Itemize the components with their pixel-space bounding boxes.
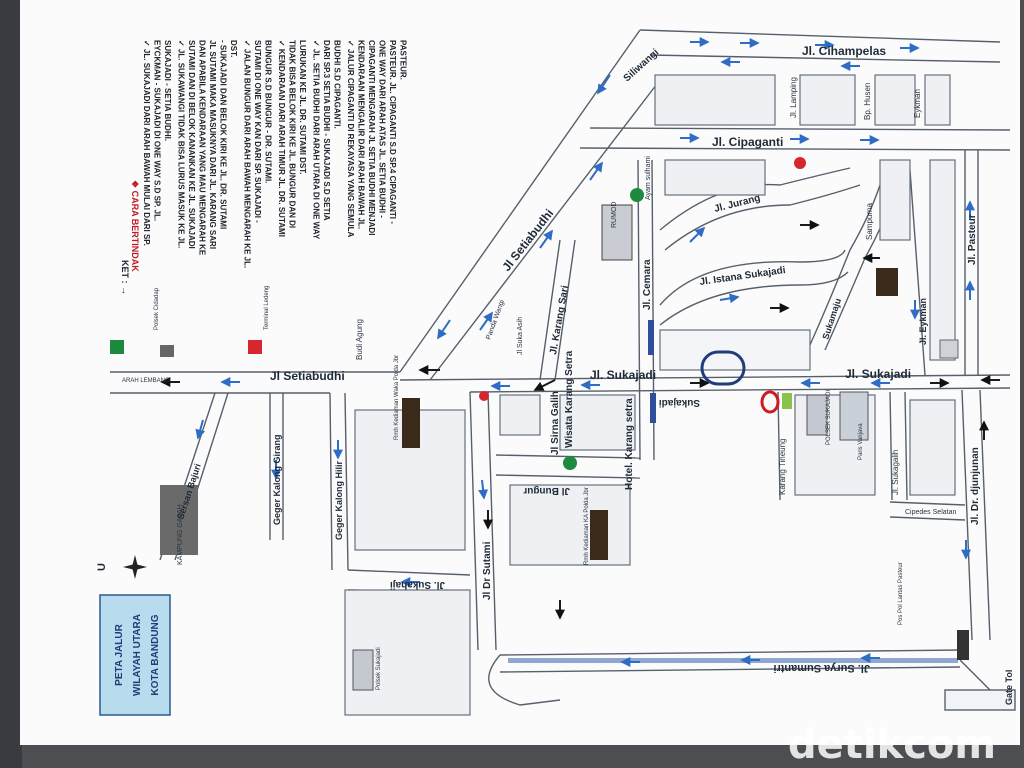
two-way-arrows	[160, 220, 1000, 620]
label-sukajadi-mid: Jl. Sukajadi	[590, 368, 656, 382]
title-line-3: KOTA BANDUNG	[150, 614, 161, 695]
title-box: PETA JALUR WILAYAH UTARA KOTA BANDUNG	[99, 594, 171, 716]
no-entry-sign	[794, 157, 806, 169]
label-rumod: RUMOD	[611, 202, 618, 228]
roundabout	[700, 350, 746, 386]
label-sukajadi-right: Jl. Sukajadi	[845, 367, 911, 381]
label-cipaganti: Jl. Cipaganti	[712, 135, 783, 149]
label-wisata: Wisata Karang Setra	[564, 350, 575, 448]
legend-item-line: JL SUTAMI MAKA MASUKNYA DARI JL. KARANG …	[208, 40, 217, 249]
label-surya-sumantri: Jl. Surya Sumantri	[773, 662, 870, 674]
label-terminal: Terminal Ledeng	[264, 286, 270, 330]
legend-item-line: BUNGUR S.D BUNGUR - DR. SUTAMI.	[264, 40, 273, 183]
label-bp-husen: Bp. Husen	[863, 83, 872, 120]
one-way-arrows	[195, 37, 975, 667]
label-suka-asih: Jl Suka Asih	[517, 317, 524, 355]
compass-label: U	[96, 563, 108, 571]
label-cemara: Jl. Cemara	[642, 259, 653, 310]
legend-block: KET : → ❖ CARA BERTINDAK ✓ JL. SUKAJADI …	[120, 40, 408, 295]
building-icons	[160, 204, 969, 691]
label-polsek-sukajadi: Polsek Sukajadi	[376, 647, 382, 690]
label-budi-agung: Budi Agung	[355, 319, 364, 360]
label-gate-tol: Gate Tol	[1004, 670, 1014, 705]
median-bar	[648, 320, 654, 355]
green-marker	[110, 340, 124, 354]
label-pasteur: Jl. Pasteur	[967, 214, 978, 265]
label-eykman-top: Eykman	[913, 89, 922, 118]
legend-item-line: TIDAK BISA BELOK KIRI KE JL. BUNGUR DAN …	[288, 40, 297, 228]
park-marker	[563, 456, 577, 470]
legend-item-line: SUTAMI DI ONE WAY KAN DARI SP. SUKAJADI …	[253, 40, 262, 223]
legend-item-line: DARI SP.3 SETIA BUDHI - SUKAJADI S.D SET…	[322, 40, 331, 221]
label-eykman-right: Jl. Eykman	[918, 298, 928, 345]
gardu-marker	[782, 393, 792, 409]
legend-item-line: BUDHI S.D CIPAGANTI.	[333, 40, 342, 129]
legend-item-line: PASTEUR.	[399, 40, 408, 80]
label-rmh-kapolda: Rmh Kediaman KA Polda Jbr	[584, 487, 590, 565]
label-pos-lantas: Pos Pol Lantas Pasteur	[898, 562, 904, 625]
red-circle-highlight	[760, 390, 780, 414]
terminal-marker	[248, 340, 262, 354]
compass-icon: U	[96, 555, 147, 579]
median-bar	[650, 393, 656, 423]
no-entry-sign	[479, 391, 489, 401]
median-bar	[508, 658, 958, 663]
label-hotel: Hotel. Karang setra	[624, 398, 635, 490]
label-geger-kalong-girang: Geger Kalong Girang	[272, 434, 282, 525]
road-network	[110, 29, 1016, 711]
legend-item-line: CIPAGANTI MENGARAH JL SETIA BUDHI MENJAD…	[367, 40, 376, 235]
title-line-1: PETA JALUR	[114, 623, 125, 685]
legend-item-line: LURUKAN KE JL. DR. SUTAMI DST.	[298, 40, 307, 175]
legend-item-line: ✓ JL. SUKAJADI DARI ARAH BAWAH MULAI DAR…	[142, 40, 151, 246]
label-cihampelas: Jl. Cihampelas	[802, 44, 886, 58]
label-geger-kalong-hilir: Geger Kalong Hilir	[334, 460, 344, 540]
label-rmh-wakapolda: Rmh Kediaman Waka Polda Jbr	[394, 355, 400, 440]
label-lamping: Jl. Lamping	[789, 77, 798, 118]
label-paris-vanjava: Paris Vanjava	[858, 423, 864, 460]
label-sukagalih: Jl. Sukagalih	[891, 450, 900, 495]
label-djunjunan: Jl. Dr. djunjunan	[970, 447, 981, 525]
label-sukahaji: Jl. Sukahaji	[390, 579, 445, 590]
label-ayam: Ayam sulhami	[645, 156, 652, 200]
ket-label: KET : →	[120, 260, 130, 295]
kampung-gajah-image	[160, 485, 198, 555]
park-marker	[630, 188, 644, 202]
label-dr-sutami: Jl Dr Sutami	[482, 541, 493, 600]
legend-item-line: PASTEUR. JL. CIPAGANTI S.D SP.4 CIPAGANT…	[388, 40, 397, 224]
label-sirna-galih: Jl Sirna Galih	[550, 391, 561, 455]
label-sukajadi-turned: Sukajadi	[659, 397, 700, 408]
legend-item-line: ✓ JL. SUKAWANGI TIDAK BISA LURUS MASUK K…	[177, 40, 186, 248]
label-setiabudhi-left: Jl Setiabudhi	[270, 369, 345, 383]
legend-item-line: DAN APABILA KENDARAAN YANG MAU MENGARAH …	[198, 40, 207, 256]
legend-item-line: SUKAJADI - SETIA BUDHI.	[163, 40, 172, 141]
city-blocks	[344, 74, 956, 716]
legend-item-line: ONE WAY DARI ARAH ATAS JL. SETIA BUDHI -	[378, 40, 387, 218]
kampung-gajah-label: KAMPUNG GAJAH	[177, 504, 184, 565]
label-sampurna: Sampurna	[865, 203, 874, 240]
detikcom-watermark: detikcom	[788, 722, 996, 768]
legend-item-line: DST.	[229, 40, 238, 57]
label-karang-tineung: Karang Tineung	[778, 439, 787, 496]
legend-item-line: EYCKMAN - SUKAJADI DI ONE WAY S.D SP. JL…	[153, 40, 162, 221]
label-bungur: Jl Bungur	[523, 485, 570, 496]
label-arah-lembang: ARAH LEMBANG	[122, 378, 170, 384]
legend-item-line: SUTAMI DAN DI BELOK KANANKAN KE JL. SUKA…	[187, 40, 196, 249]
title-line-2: WILAYAH UTARA	[132, 614, 143, 696]
legend-item-line: ✓ JALAN BUNGUR DARI ARAH BAWAH MENGARAH …	[243, 40, 252, 268]
label-polsek-cidadap: Polsek Cidadap	[154, 287, 160, 330]
label-polsek-sukasari: POLSEK SUKAJADI	[826, 390, 832, 445]
place-labels: Wisata Karang Setra Hotel. Karang setra …	[154, 156, 904, 690]
cara-label: ❖ CARA BERTINDAK	[130, 180, 140, 272]
legend-item-line: ✓ JL. SETIA BUDHI DARI ARAH UTARA DI ONE…	[312, 40, 321, 240]
legend-item-line: - SUKAJADI DAN BELOK KIRI KE JL. DR. SUT…	[219, 40, 228, 229]
legend-item-line: ✓ JALUR CIPAGANTI DI REKAYASA YANG SEMUL…	[346, 40, 355, 237]
legend-item-line: KENDARAAN MENGALIR DARI ARAH BAWAH JL.	[357, 40, 366, 229]
label-cipedes-selatan: Cipedes Selatan	[905, 509, 956, 516]
legend-item-line: ✓ KENDARAAN DARI ARAH TIMUR JL. DR. SUTA…	[277, 40, 286, 237]
